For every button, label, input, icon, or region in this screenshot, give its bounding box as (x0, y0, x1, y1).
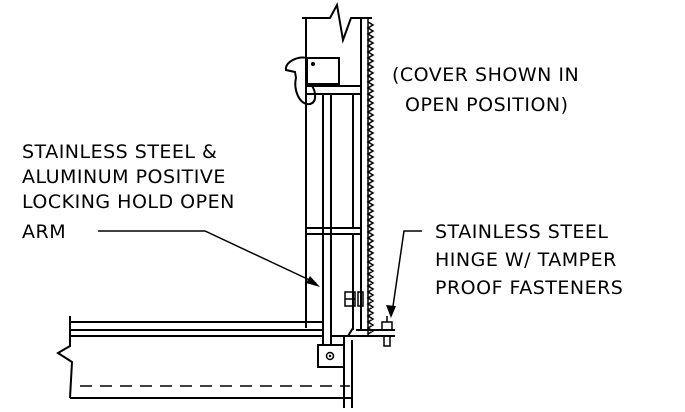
arm-label-line-4: ARM (22, 221, 66, 243)
arm-label: STAINLESS STEEL & ALUMINUM POSITIVE LOCK… (22, 141, 235, 243)
bracket-bolt-center (328, 354, 332, 358)
arm-leader-arrow (306, 276, 320, 287)
leader-lines (98, 230, 422, 318)
hold-open-arm (284, 56, 361, 368)
cover-note-line-2: OPEN POSITION) (405, 94, 569, 116)
hinge-assembly (344, 291, 395, 347)
cover-note-line-1: (COVER SHOWN IN (392, 64, 579, 86)
hinge-label: STAINLESS STEEL HINGE W/ TAMPER PROOF FA… (435, 221, 623, 299)
arm-leader (98, 230, 317, 284)
frame-section (56, 316, 353, 408)
break-line-top (302, 1, 372, 44)
arm-label-line-3: LOCKING HOLD OPEN (22, 191, 235, 213)
hinge-label-line-1: STAINLESS STEEL (435, 221, 609, 243)
hinge-label-line-2: HINGE W/ TAMPER (435, 249, 617, 271)
latch-pin (311, 62, 315, 66)
cover-note-label: (COVER SHOWN IN OPEN POSITION) (392, 64, 579, 116)
hinge-label-line-3: PROOF FASTENERS (435, 277, 623, 299)
hinge-leader-arrow (386, 305, 396, 318)
hinge-nut-upper (357, 291, 364, 307)
cover-panel (302, 1, 375, 336)
arm-label-line-2: ALUMINUM POSITIVE (22, 166, 226, 188)
arm-label-line-1: STAINLESS STEEL & (22, 141, 217, 163)
hinge-fastener-head (381, 321, 393, 331)
latch-block (306, 57, 340, 85)
hinge-fastener-nut (383, 335, 391, 347)
bracket-bolt (325, 351, 335, 361)
hinge-leader (391, 230, 422, 314)
break-line-left (56, 316, 74, 399)
